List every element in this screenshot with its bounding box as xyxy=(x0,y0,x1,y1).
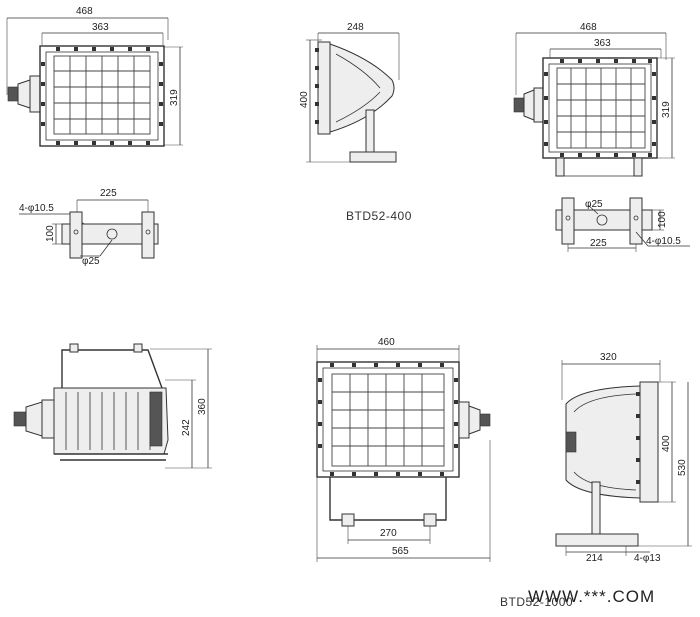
glass-grid-right xyxy=(556,67,646,149)
holes-left: 4-φ10.5 xyxy=(19,203,54,214)
dim-530: 530 xyxy=(677,459,688,476)
holes-right: 4-φ10.5 xyxy=(646,236,681,247)
hole-phi25-left: φ25 xyxy=(82,256,100,267)
dim-225-left: 225 xyxy=(100,188,117,199)
model-label-400: BTD52-400 xyxy=(346,209,412,223)
dim-400-1000: 400 xyxy=(661,435,672,452)
btd1000-front-view: 460 xyxy=(316,337,491,562)
hole-phi25-right: φ25 xyxy=(585,199,603,210)
dim-270: 270 xyxy=(380,528,397,539)
btd400-base-left: 225 4-φ10.5 φ25 100 xyxy=(19,188,159,267)
dim-565: 565 xyxy=(392,546,409,557)
dim-400-side: 400 xyxy=(299,91,310,108)
btd400-front-view-right: 468 363 319 xyxy=(513,22,675,177)
dim-320: 320 xyxy=(600,352,617,363)
btd400-base-right: φ25 100 225 4-φ10.5 xyxy=(555,197,690,252)
dim-248: 248 xyxy=(347,22,364,33)
dim-363: 363 xyxy=(92,22,109,33)
btd1000-side-left: 360 242 xyxy=(13,343,212,469)
holes-1000: 4-φ13 xyxy=(634,553,661,564)
model-label-1000: BTD52-1000 xyxy=(500,595,573,609)
dim-100-right: 100 xyxy=(657,211,668,228)
dim-214: 214 xyxy=(586,553,603,564)
dim-468: 468 xyxy=(76,6,93,17)
dim-225-right: 225 xyxy=(590,238,607,249)
glass-grid xyxy=(53,55,151,135)
btd1000-side-right: 320 400 530 214 4-φ13 xyxy=(555,352,692,564)
btd400-side-view: 248 400 xyxy=(299,22,400,163)
dim-100-left: 100 xyxy=(45,225,56,242)
watermark: WWW.***.COM xyxy=(528,587,655,606)
dim-468-right: 468 xyxy=(580,22,597,33)
dim-363-right: 363 xyxy=(594,38,611,49)
dim-242: 242 xyxy=(181,419,192,436)
dim-360: 360 xyxy=(197,398,208,415)
btd400-front-view: 468 363 319 xyxy=(6,6,183,147)
glass-grid-1000 xyxy=(331,373,445,467)
dim-319: 319 xyxy=(169,89,180,106)
dim-460: 460 xyxy=(378,337,395,348)
dim-319-right: 319 xyxy=(661,101,672,118)
